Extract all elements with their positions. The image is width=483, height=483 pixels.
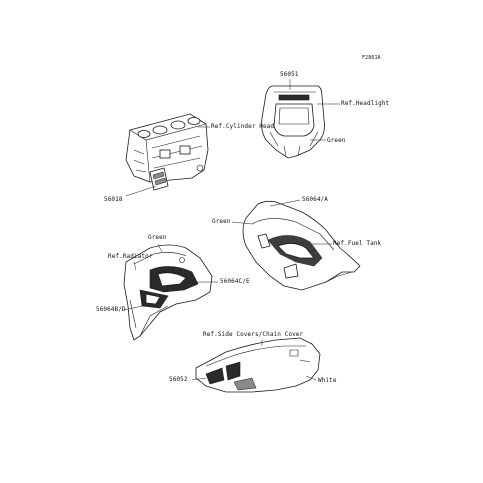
ref-side-covers-label: Ref.Side Covers/Chain Cover — [203, 331, 304, 338]
fuel-tank — [242, 200, 361, 291]
leader-lines — [123, 79, 340, 381]
ref-radiator-label: Ref.Radiator — [108, 253, 153, 260]
cylinder-head — [125, 113, 209, 183]
small-decal — [149, 167, 169, 191]
ref-fuel-tank-label: Ref.Fuel Tank — [333, 240, 382, 247]
headlight-cowl — [261, 85, 325, 159]
part-number-56064a: 56064/A — [302, 196, 328, 203]
ref-cylinder-head-label: Ref.Cylinder Head — [211, 123, 275, 130]
green-tank-label: Green — [212, 218, 231, 225]
part-number-56052: 56052 — [169, 376, 188, 383]
part-number-56064ce: 56064C/E — [220, 278, 250, 285]
ref-headlight-label: Ref.Headlight — [341, 100, 390, 107]
green-radiator-label: Green — [148, 234, 167, 241]
side-cover — [195, 337, 321, 393]
headlight-cowl-decal — [278, 94, 310, 101]
radiator-shroud — [123, 244, 213, 341]
part-number-56064bd: 56064B/D — [96, 306, 126, 313]
part-number-56018: 56018 — [104, 196, 123, 203]
part-number-56051: 56051 — [280, 71, 299, 78]
green-headlight-label: Green — [327, 137, 346, 144]
diagram-code: F2861A — [362, 55, 381, 61]
white-label: White — [318, 377, 337, 384]
